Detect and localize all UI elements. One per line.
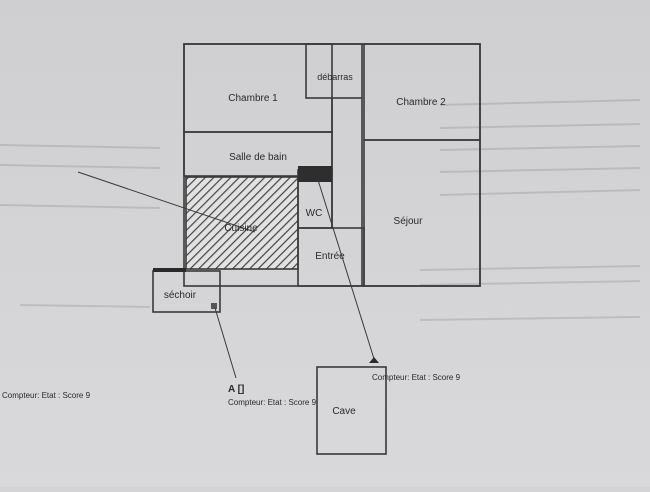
label-entree: Entrée <box>315 251 345 262</box>
label-sejour: Séjour <box>394 216 424 227</box>
sechoir-meter-icon <box>211 303 217 309</box>
label-cuisine: Cuisine <box>224 223 258 234</box>
entree-room <box>297 227 365 287</box>
utility-block <box>298 166 332 182</box>
sechoir-room <box>152 268 221 313</box>
cave-room <box>316 366 387 455</box>
left-marker-label: A [] <box>228 384 244 395</box>
left-marker-caption: Compteur: Etat : Score 9 <box>228 398 317 407</box>
right-marker-caption: Compteur: Etat : Score 9 <box>372 373 461 382</box>
right-marker-icon <box>369 357 379 363</box>
sejour-room <box>363 139 481 287</box>
label-cave: Cave <box>332 406 356 417</box>
label-wc: WC <box>306 208 323 219</box>
label-chambre2: Chambre 2 <box>396 97 446 108</box>
label-sechoir: séchoir <box>164 290 197 301</box>
leader-lines <box>77 171 376 379</box>
cuisine-room <box>185 176 299 270</box>
label-chambre1: Chambre 1 <box>228 93 278 104</box>
label-salle-de-bain: Salle de bain <box>229 152 287 163</box>
margin-caption: Compteur: Etat : Score 9 <box>2 391 91 400</box>
bleed-through-lines <box>0 99 641 321</box>
label-debarras: débarras <box>317 72 353 82</box>
debarras-room <box>305 43 363 99</box>
